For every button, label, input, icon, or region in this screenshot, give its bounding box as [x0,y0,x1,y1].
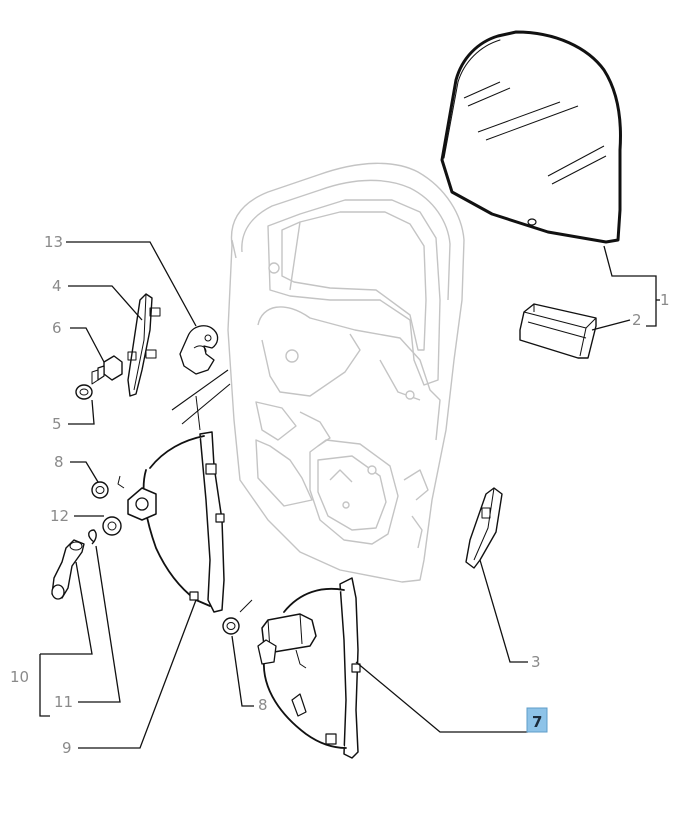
part-clip [179,325,219,375]
callout-labels: 1 2 3 4 5 6 7 8 8 9 10 11 12 13 [10,233,670,757]
callout-9[interactable]: 9 [62,739,72,757]
part-nut-8-upper [91,481,109,499]
callout-10[interactable]: 10 [10,668,29,686]
callout-12[interactable]: 12 [50,507,69,525]
part-nut-8-lower [222,599,253,635]
part-rear-guide [465,487,503,569]
part-washer [102,516,122,536]
part-window-glass [440,30,622,244]
part-crank-handle [51,539,85,600]
callout-11[interactable]: 11 [54,693,73,711]
callout-8-upper[interactable]: 8 [54,453,64,471]
callout-7-highlight [526,707,548,733]
part-nut-5 [75,384,93,400]
callout-8-lower[interactable]: 8 [258,696,268,714]
callout-6[interactable]: 6 [52,319,62,337]
callout-2[interactable]: 2 [632,311,642,329]
part-spring-clip [88,529,97,545]
callout-7[interactable]: 7 [532,713,542,731]
part-front-guide [127,293,161,397]
leader-lines [39,241,660,749]
callout-1[interactable]: 1 [660,291,670,309]
part-electric-regulator [257,577,361,759]
part-bolt [91,355,123,385]
part-manual-regulator [117,369,231,613]
part-glass-channel [519,303,597,359]
callout-13[interactable]: 13 [44,233,63,251]
door-frame [227,162,465,583]
callout-5[interactable]: 5 [52,415,62,433]
callout-3[interactable]: 3 [531,653,541,671]
callout-4[interactable]: 4 [52,277,62,295]
